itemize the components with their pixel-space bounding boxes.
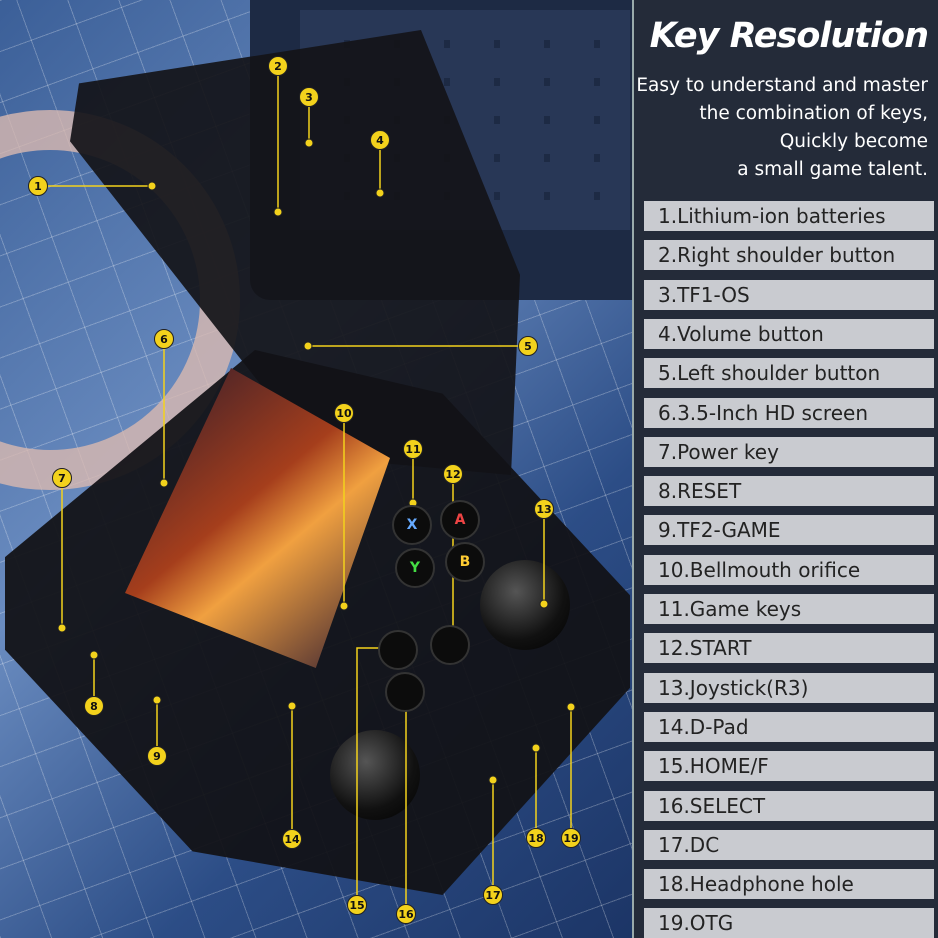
callout-marker: 13 — [534, 499, 554, 519]
callout-marker: 15 — [347, 895, 367, 915]
callout-anchor — [304, 138, 314, 148]
callout-anchor — [375, 188, 385, 198]
callout-anchor — [539, 599, 549, 609]
button-x: X — [392, 505, 432, 545]
callout-anchor — [566, 702, 576, 712]
key-item: 12.START — [644, 633, 934, 664]
subtitle-line: Quickly become — [779, 131, 928, 152]
callout-marker: 7 — [52, 468, 72, 488]
key-item: 17.DC — [644, 829, 934, 860]
key-item: 5.Left shoulder button — [644, 358, 934, 389]
callout-marker: 17 — [483, 885, 503, 905]
callout-marker: 1 — [28, 176, 48, 196]
button-y: Y — [395, 548, 435, 588]
key-item: 6.3.5-Inch HD screen — [644, 397, 934, 428]
callout-anchor — [273, 207, 283, 217]
key-item: 9.TF2-GAME — [644, 515, 934, 546]
callout-marker: 3 — [299, 87, 319, 107]
key-item: 13.Joystick(R3) — [644, 672, 934, 703]
callout-anchor — [531, 743, 541, 753]
key-item: 8.RESET — [644, 476, 934, 507]
callout-anchor — [57, 623, 67, 633]
select-button — [385, 672, 425, 712]
callout-anchor — [488, 775, 498, 785]
key-resolution-panel: Key Resolution Easy to understand and ma… — [632, 0, 938, 938]
left-joystick — [330, 730, 420, 820]
panel-subtitle: Easy to understand and master the combin… — [636, 72, 928, 184]
key-item: 18.Headphone hole — [644, 869, 934, 900]
key-item: 15.HOME/F — [644, 751, 934, 782]
right-joystick — [480, 560, 570, 650]
key-item: 16.SELECT — [644, 790, 934, 821]
callout-anchor — [339, 601, 349, 611]
callout-anchor — [89, 650, 99, 660]
key-item: 11.Game keys — [644, 594, 934, 624]
callout-anchor — [152, 695, 162, 705]
callout-marker: 9 — [147, 746, 167, 766]
key-item: 14.D-Pad — [644, 711, 934, 742]
button-b: B — [445, 542, 485, 582]
key-item: 4.Volume button — [644, 318, 934, 349]
leader-lines — [38, 66, 576, 914]
callout-anchor — [147, 181, 157, 191]
subtitle-line: a small game talent. — [737, 159, 928, 180]
key-item: 2.Right shoulder button — [644, 240, 934, 271]
home-button — [378, 630, 418, 670]
callout-marker: 12 — [443, 464, 463, 484]
callout-anchor — [159, 478, 169, 488]
callout-marker: 10 — [334, 403, 354, 423]
callout-marker: 6 — [154, 329, 174, 349]
callout-marker: 14 — [282, 829, 302, 849]
start-button — [430, 625, 470, 665]
subtitle-line: the combination of keys, — [699, 103, 928, 124]
key-item: 19.OTG — [644, 908, 934, 938]
callout-marker: 11 — [403, 439, 423, 459]
callout-marker: 18 — [526, 828, 546, 848]
callout-marker: 2 — [268, 56, 288, 76]
subtitle-line: Easy to understand and master — [636, 75, 928, 96]
callout-marker: 16 — [396, 904, 416, 924]
panel-title: Key Resolution — [649, 16, 929, 56]
callout-marker: 4 — [370, 130, 390, 150]
callout-anchor — [303, 341, 313, 351]
key-item: 10.Bellmouth orifice — [644, 554, 934, 585]
callout-marker: 8 — [84, 696, 104, 716]
key-item: 3.TF1-OS — [644, 279, 934, 310]
key-item: 1.Lithium-ion batteries — [644, 201, 934, 231]
callout-marker: 5 — [518, 336, 538, 356]
callout-marker: 19 — [561, 828, 581, 848]
key-item: 7.Power key — [644, 436, 934, 467]
callout-anchor — [287, 701, 297, 711]
button-a: A — [440, 500, 480, 540]
